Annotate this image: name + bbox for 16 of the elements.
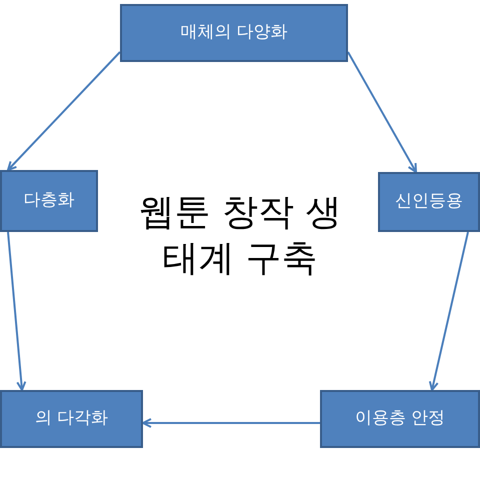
box-text: 다층화 [24,189,74,212]
process-box [0,170,98,232]
arrow [428,232,469,391]
process-box [120,4,348,62]
process-box [0,390,143,448]
arrow [7,232,26,391]
arrow [142,418,320,428]
arrow [7,51,121,171]
process-box [378,172,480,232]
box-text: 이용층 안정 [354,407,446,430]
center-title: 웹툰 창작 생태계 구축 [138,191,342,281]
arrow [347,52,417,173]
box-text: 신인등용 [395,190,463,214]
process-box [320,390,480,448]
box-text: 의 다각화 [34,407,108,430]
box-text: 매체의 다양화 [180,21,288,44]
